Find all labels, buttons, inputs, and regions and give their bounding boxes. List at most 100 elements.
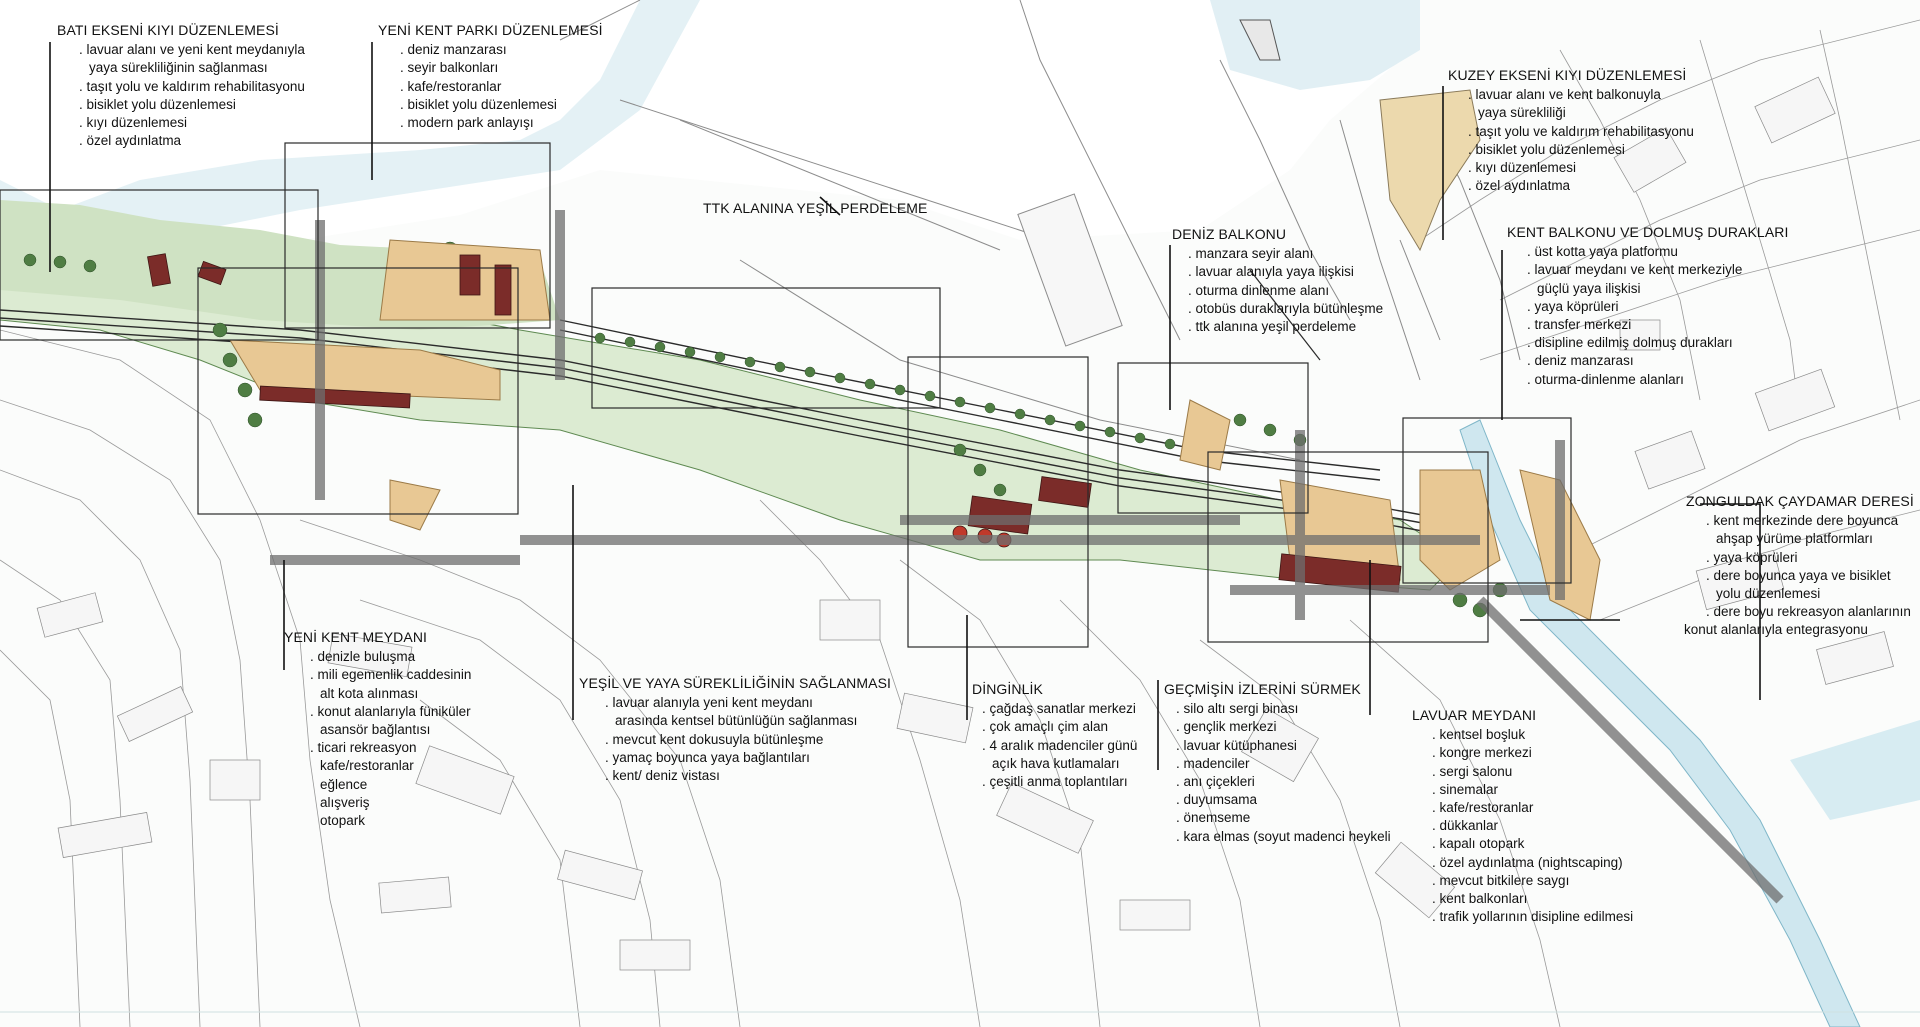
note-item: 4 aralık madenciler günü [982, 737, 1138, 755]
sea-shore-west [0, 0, 700, 240]
note-item: mili egemenlik caddesinin [310, 666, 472, 684]
note-item: deniz manzarası [1527, 352, 1788, 370]
note-kuzey-ekseni: KUZEY EKSENİ KIYI DÜZENLEMESİ lavuar ala… [1448, 66, 1694, 195]
note-item: çok amaçlı çim alan [982, 718, 1137, 736]
note-item: kent/ deniz vistası [605, 767, 891, 785]
note-title: KENT BALKONU VE DOLMUŞ DURAKLARI [1507, 224, 1789, 240]
note-item: manzara seyir alanı [1188, 245, 1383, 263]
note-item: duyumsama [1176, 791, 1391, 809]
note-title: YENİ KENT MEYDANI [284, 629, 428, 645]
note-item: özel aydınlatma [79, 132, 305, 150]
note-item: sinemalar [1432, 781, 1633, 799]
note-item: bisiklet yolu düzenlemesi [400, 96, 603, 114]
note-item: oturma-dinlenme alanları [1527, 371, 1788, 389]
note-item: ahşap yürüme platformları [1716, 531, 1873, 547]
note-item: seyir balkonları [400, 59, 603, 77]
note-item: yamaç boyunca yaya bağlantıları [605, 749, 891, 767]
note-item: dere boyunca yaya ve bisiklet [1706, 567, 1914, 585]
note-item: lavuar meydanı ve kent merkeziyle [1527, 261, 1788, 279]
note-item: ttk alanına yeşil perdeleme [1188, 318, 1383, 336]
note-item: özel aydınlatma [1468, 177, 1694, 195]
note-title: GEÇMİŞİN İZLERİNİ SÜRMEK [1164, 681, 1361, 697]
note-item: deniz manzarası [400, 41, 603, 59]
note-zonguldak-caydamar: ZONGULDAK ÇAYDAMAR DERESİ kent merkezind… [1684, 492, 1914, 640]
note-bati-ekseni: BATI EKSENİ KIYI DÜZENLEMESİ lavuar alan… [57, 21, 305, 150]
note-title: BATI EKSENİ KIYI DÜZENLEMESİ [57, 22, 279, 38]
note-item: asansör bağlantısı [320, 722, 431, 738]
note-item: yaya sürekliliği [1478, 105, 1566, 121]
note-item: açık hava kutlamaları [992, 755, 1120, 771]
note-item: arasında kentsel bütünlüğün sağlanması [615, 713, 858, 729]
note-item: modern park anlayışı [400, 114, 603, 132]
note-item: üst kotta yaya platformu [1527, 243, 1788, 261]
note-item: mevcut kent dokusuyla bütünleşme [605, 731, 891, 749]
note-item: trafik yollarının disipline edilmesi [1432, 908, 1634, 926]
note-title: LAVUAR MEYDANI [1412, 707, 1537, 723]
note-item: ticari rekreasyon [310, 739, 471, 757]
note-yesil-yaya-sureklilik: YEŞİL VE YAYA SÜREKLİLİĞİNİN SAĞLANMASI … [579, 674, 891, 785]
note-item: kara elmas (soyut madenci heykeli [1176, 828, 1391, 846]
note-item: lavuar alanı ve kent balkonuyla [1468, 86, 1694, 104]
note-title: YENİ KENT PARKI DÜZENLEMESİ [378, 22, 603, 38]
note-item: silo altı sergi binası [1176, 700, 1391, 718]
note-item: konut alanlarıyla entegrasyonu [1684, 622, 1868, 638]
note-ttk-perdeleme: TTK ALANINA YEŞİL PERDELEME [703, 199, 927, 219]
note-item: madenciler [1176, 755, 1391, 773]
note-item: oturma dinlenme alanı [1188, 282, 1383, 300]
note-item: alışveriş [320, 794, 370, 810]
note-item: kapalı otopark [1432, 835, 1633, 853]
note-item: bisiklet yolu düzenlemesi [1468, 141, 1694, 159]
note-item: kongre merkezi [1432, 744, 1633, 762]
section-frame-shadows [270, 210, 1784, 904]
note-item: eğlence [320, 776, 368, 792]
note-title: KUZEY EKSENİ KIYI DÜZENLEMESİ [1448, 67, 1687, 83]
note-deniz-balkonu: DENİZ BALKONU manzara seyir alanı lavuar… [1172, 225, 1383, 336]
note-item: çağdaş sanatlar merkezi [982, 700, 1137, 718]
note-item: alt kota alınması [320, 685, 419, 701]
note-item: kafe/restoranlar [400, 78, 603, 96]
leader-lines [49, 42, 1761, 770]
note-item: lavuar alanıyla yaya ilişkisi [1188, 263, 1383, 281]
jetty [1239, 19, 1281, 61]
note-gecmisin-izleri: GEÇMİŞİN İZLERİNİ SÜRMEK silo altı sergi… [1164, 680, 1391, 846]
note-item: kıyı düzenlemesi [79, 114, 305, 132]
note-item: lavuar alanıyla yeni kent meydanı [605, 694, 891, 712]
note-item: kent merkezinde dere boyunca [1706, 512, 1914, 530]
note-item: özel aydınlatma (nightscaping) [1432, 854, 1633, 872]
note-item: otobüs duraklarıyla bütünleşme [1188, 300, 1384, 318]
note-item: kıyı düzenlemesi [1468, 159, 1694, 177]
note-item: çeşitli anma toplantıları [982, 773, 1137, 791]
note-item: denizle buluşma [310, 648, 471, 666]
note-item: yaya sürekliliğinin sağlanması [89, 60, 268, 76]
note-item: kafe/restoranlar [320, 758, 414, 774]
note-item: dükkanlar [1432, 817, 1633, 835]
note-item: taşıt yolu ve kaldırım rehabilitasyonu [79, 78, 305, 96]
note-item: kentsel boşluk [1432, 726, 1633, 744]
note-item: taşıt yolu ve kaldırım rehabilitasyonu [1468, 123, 1694, 141]
note-item: güçlü yaya ilişkisi [1537, 280, 1641, 296]
note-item: dere boyu rekreasyon alanlarının [1706, 603, 1914, 621]
note-title: TTK ALANINA YEŞİL PERDELEME [703, 200, 928, 216]
note-title: YEŞİL VE YAYA SÜREKLİLİĞİNİN SAĞLANMASI [579, 675, 892, 691]
note-item: sergi salonu [1432, 763, 1633, 781]
note-item: önemseme [1176, 809, 1391, 827]
note-item: konut alanlarıyla füniküler [310, 703, 471, 721]
note-item: lavuar alanı ve yeni kent meydanıyla [79, 41, 305, 59]
note-item: anı çiçekleri [1176, 773, 1391, 791]
note-item: kent balkonları [1432, 890, 1633, 908]
note-title: DENİZ BALKONU [1172, 226, 1287, 242]
note-yeni-kent-meydani: YENİ KENT MEYDANI denizle buluşma mili e… [284, 628, 471, 830]
note-item: transfer merkezi [1527, 316, 1788, 334]
note-item: kafe/restoranlar [1432, 799, 1633, 817]
note-item: gençlik merkezi [1176, 718, 1391, 736]
note-dinginlik: DİNGİNLİK çağdaş sanatlar merkezi çok am… [972, 680, 1137, 791]
sea-east [1790, 720, 1920, 820]
note-item: yaya köprüleri [1527, 298, 1788, 316]
note-item: lavuar kütüphanesi [1176, 737, 1391, 755]
note-kent-balkonu: KENT BALKONU VE DOLMUŞ DURAKLARI üst kot… [1507, 223, 1788, 389]
note-item: bisiklet yolu düzenlemesi [79, 96, 305, 114]
note-item: otopark [320, 813, 366, 829]
note-item: yaya köprüleri [1706, 549, 1914, 567]
